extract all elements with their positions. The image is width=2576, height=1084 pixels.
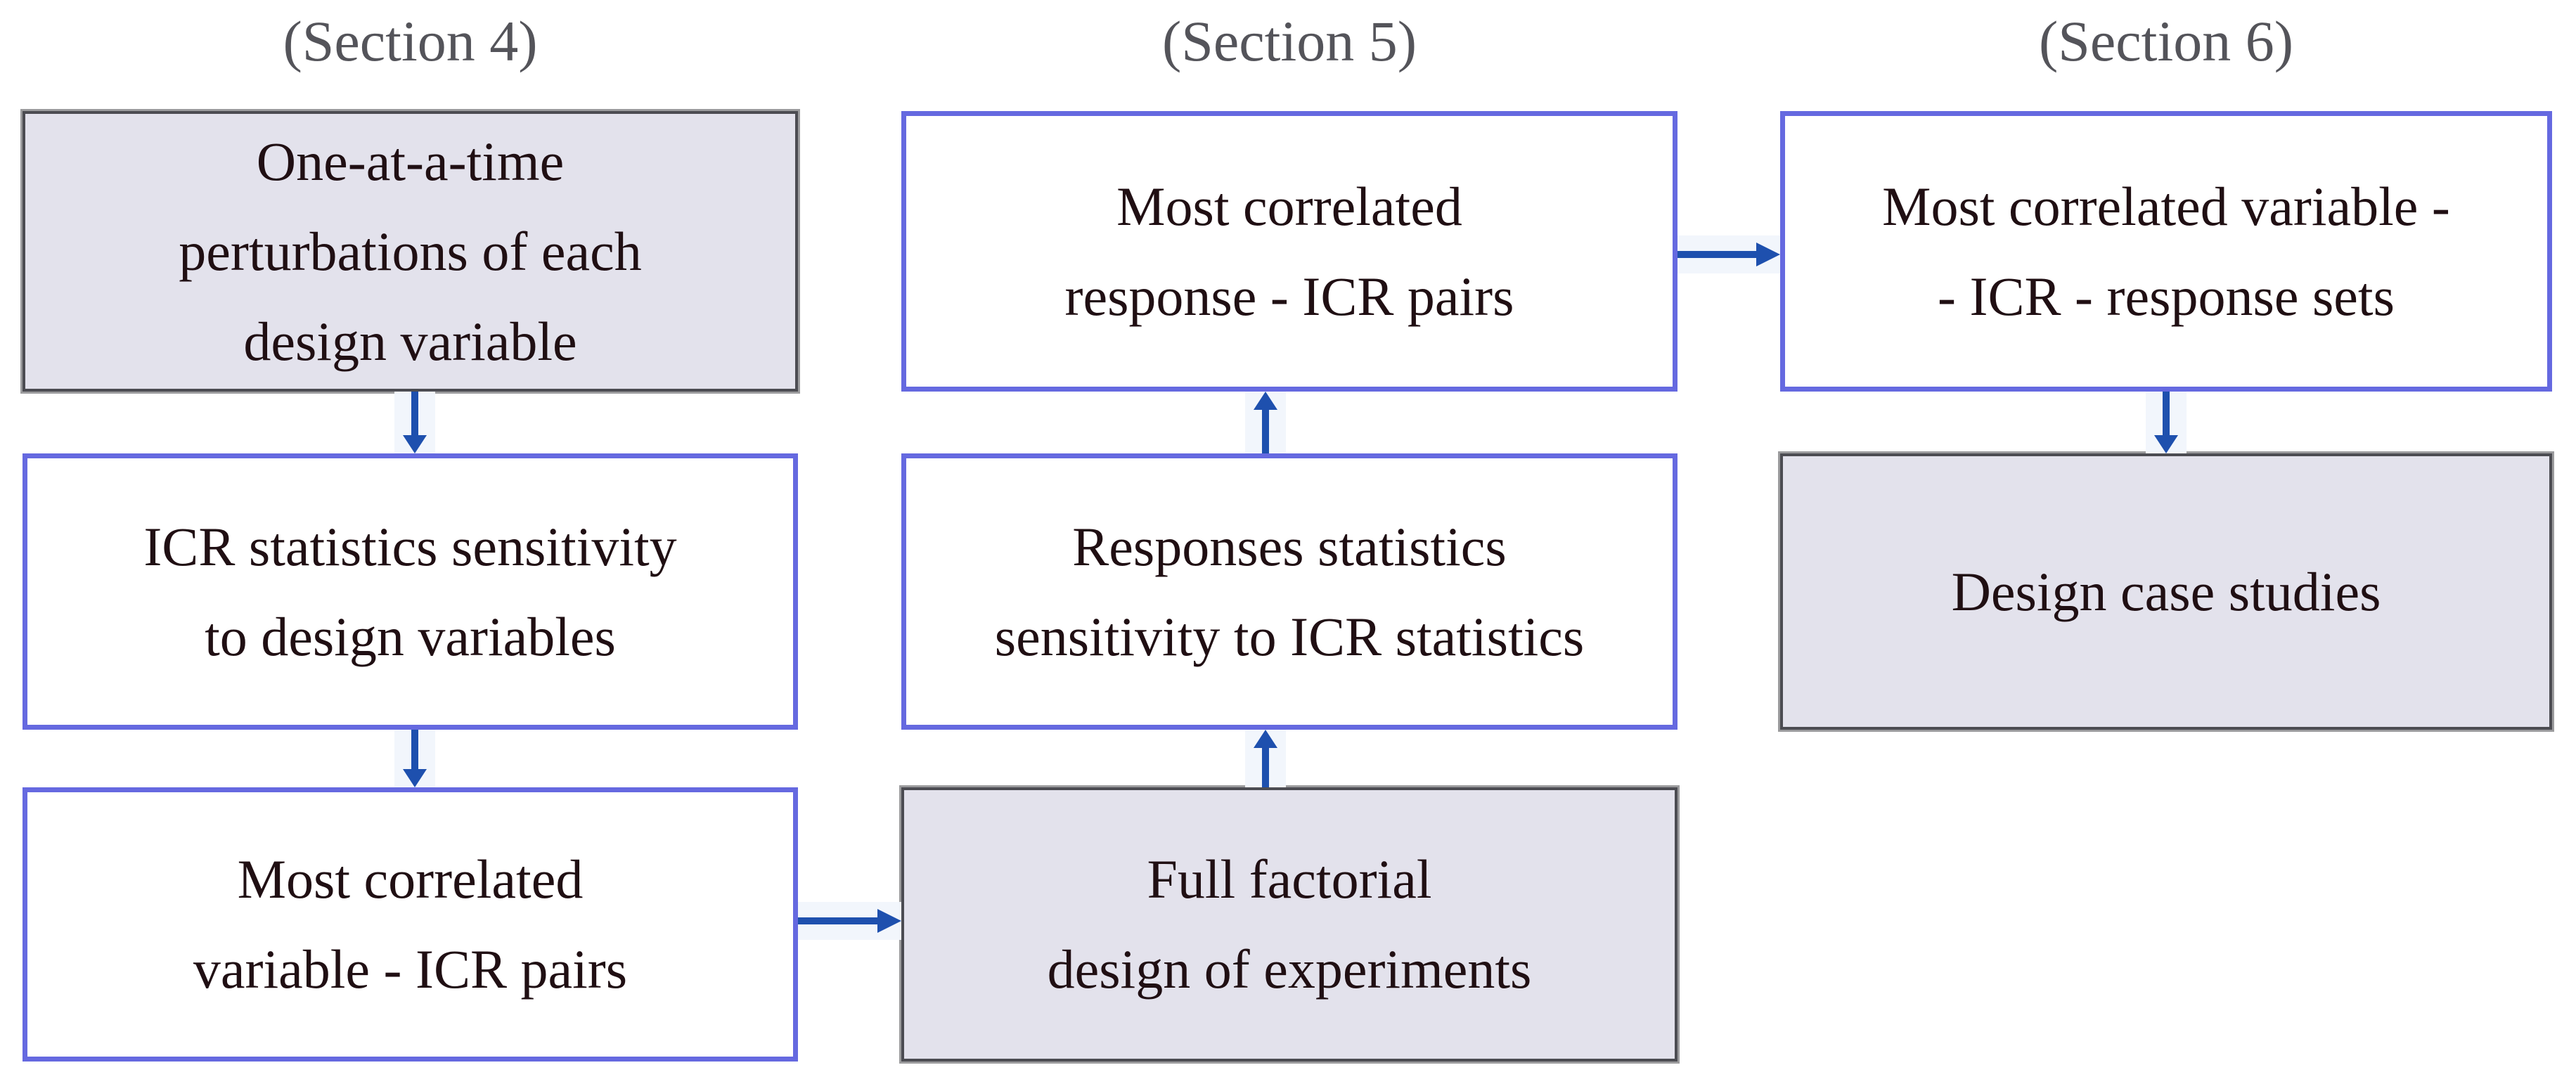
arrow-response-pairs-to-response-sets-icon <box>1677 235 1780 273</box>
arrow-right-head-icon <box>877 909 901 933</box>
box-most-correlated-variable-icr-response-sets: Most correlated variable - - ICR - respo… <box>1780 111 2552 392</box>
arrow-shaft <box>411 392 418 435</box>
box-label-line: design variable <box>243 310 577 372</box>
box-label-line: Design case studies <box>1951 560 2381 622</box>
arrow-right-head-icon <box>1756 243 1780 266</box>
section-4-title: (Section 4) <box>283 9 538 73</box>
arrow-variable-pairs-to-full-factorial-icon <box>798 902 901 940</box>
box-label-line: design of experiments <box>1047 938 1532 1000</box>
box-label-line: - ICR - response sets <box>1938 265 2395 327</box>
box-label-line: perturbations of each <box>179 220 642 282</box>
box-most-correlated-variable-icr-pairs: Most correlated variable - ICR pairs <box>22 787 798 1062</box>
box-label-line: to design variables <box>205 605 616 667</box>
arrow-responses-sensitivity-to-response-pairs-icon <box>1245 392 1286 453</box>
arrow-shaft <box>2163 392 2170 435</box>
arrow-full-factorial-to-responses-sensitivity-icon <box>1245 730 1286 787</box>
box-responses-statistics-sensitivity: Responses statistics sensitivity to ICR … <box>901 453 1677 730</box>
box-label-line: response - ICR pairs <box>1064 265 1514 327</box>
box-full-factorial-doe: Full factorial design of experiments <box>899 785 1680 1064</box>
arrow-shaft <box>1677 251 1756 258</box>
box-label-line: Full factorial <box>1147 849 1432 910</box>
box-label-line: Most correlated variable - <box>1882 175 2450 237</box>
arrow-shaft <box>798 917 877 924</box>
box-one-at-a-time-perturbations: One-at-a-time perturbations of each desi… <box>20 109 800 394</box>
arrow-shaft <box>1262 410 1269 453</box>
arrow-oat-to-icr-sensitivity-icon <box>394 392 435 453</box>
arrow-up-head-icon <box>1254 392 1277 410</box>
arrow-down-head-icon <box>403 769 427 787</box>
section-6-title: (Section 6) <box>2038 9 2294 73</box>
box-label-line: One-at-a-time <box>256 130 565 192</box>
box-label-line: Most correlated <box>237 849 584 910</box>
box-icr-statistics-sensitivity: ICR statistics sensitivity to design var… <box>22 453 798 730</box>
arrow-icr-sensitivity-to-variable-pairs-icon <box>394 730 435 787</box>
box-design-case-studies: Design case studies <box>1778 451 2554 732</box>
arrow-down-head-icon <box>2154 435 2178 453</box>
section-5-title: (Section 5) <box>1161 9 1417 73</box>
arrow-shaft <box>1262 748 1269 787</box>
arrow-shaft <box>411 730 418 769</box>
arrow-response-sets-to-case-studies-icon <box>2146 392 2187 453</box>
box-most-correlated-response-icr-pairs: Most correlated response - ICR pairs <box>901 111 1677 392</box>
arrow-up-head-icon <box>1254 730 1277 748</box>
box-label-line: Responses statistics <box>1072 515 1507 577</box>
box-label-line: variable - ICR pairs <box>193 938 628 1000</box>
arrow-down-head-icon <box>403 435 427 453</box>
box-label-line: Most correlated <box>1116 175 1462 237</box>
box-label-line: sensitivity to ICR statistics <box>994 605 1585 667</box>
box-label-line: ICR statistics sensitivity <box>143 515 677 577</box>
